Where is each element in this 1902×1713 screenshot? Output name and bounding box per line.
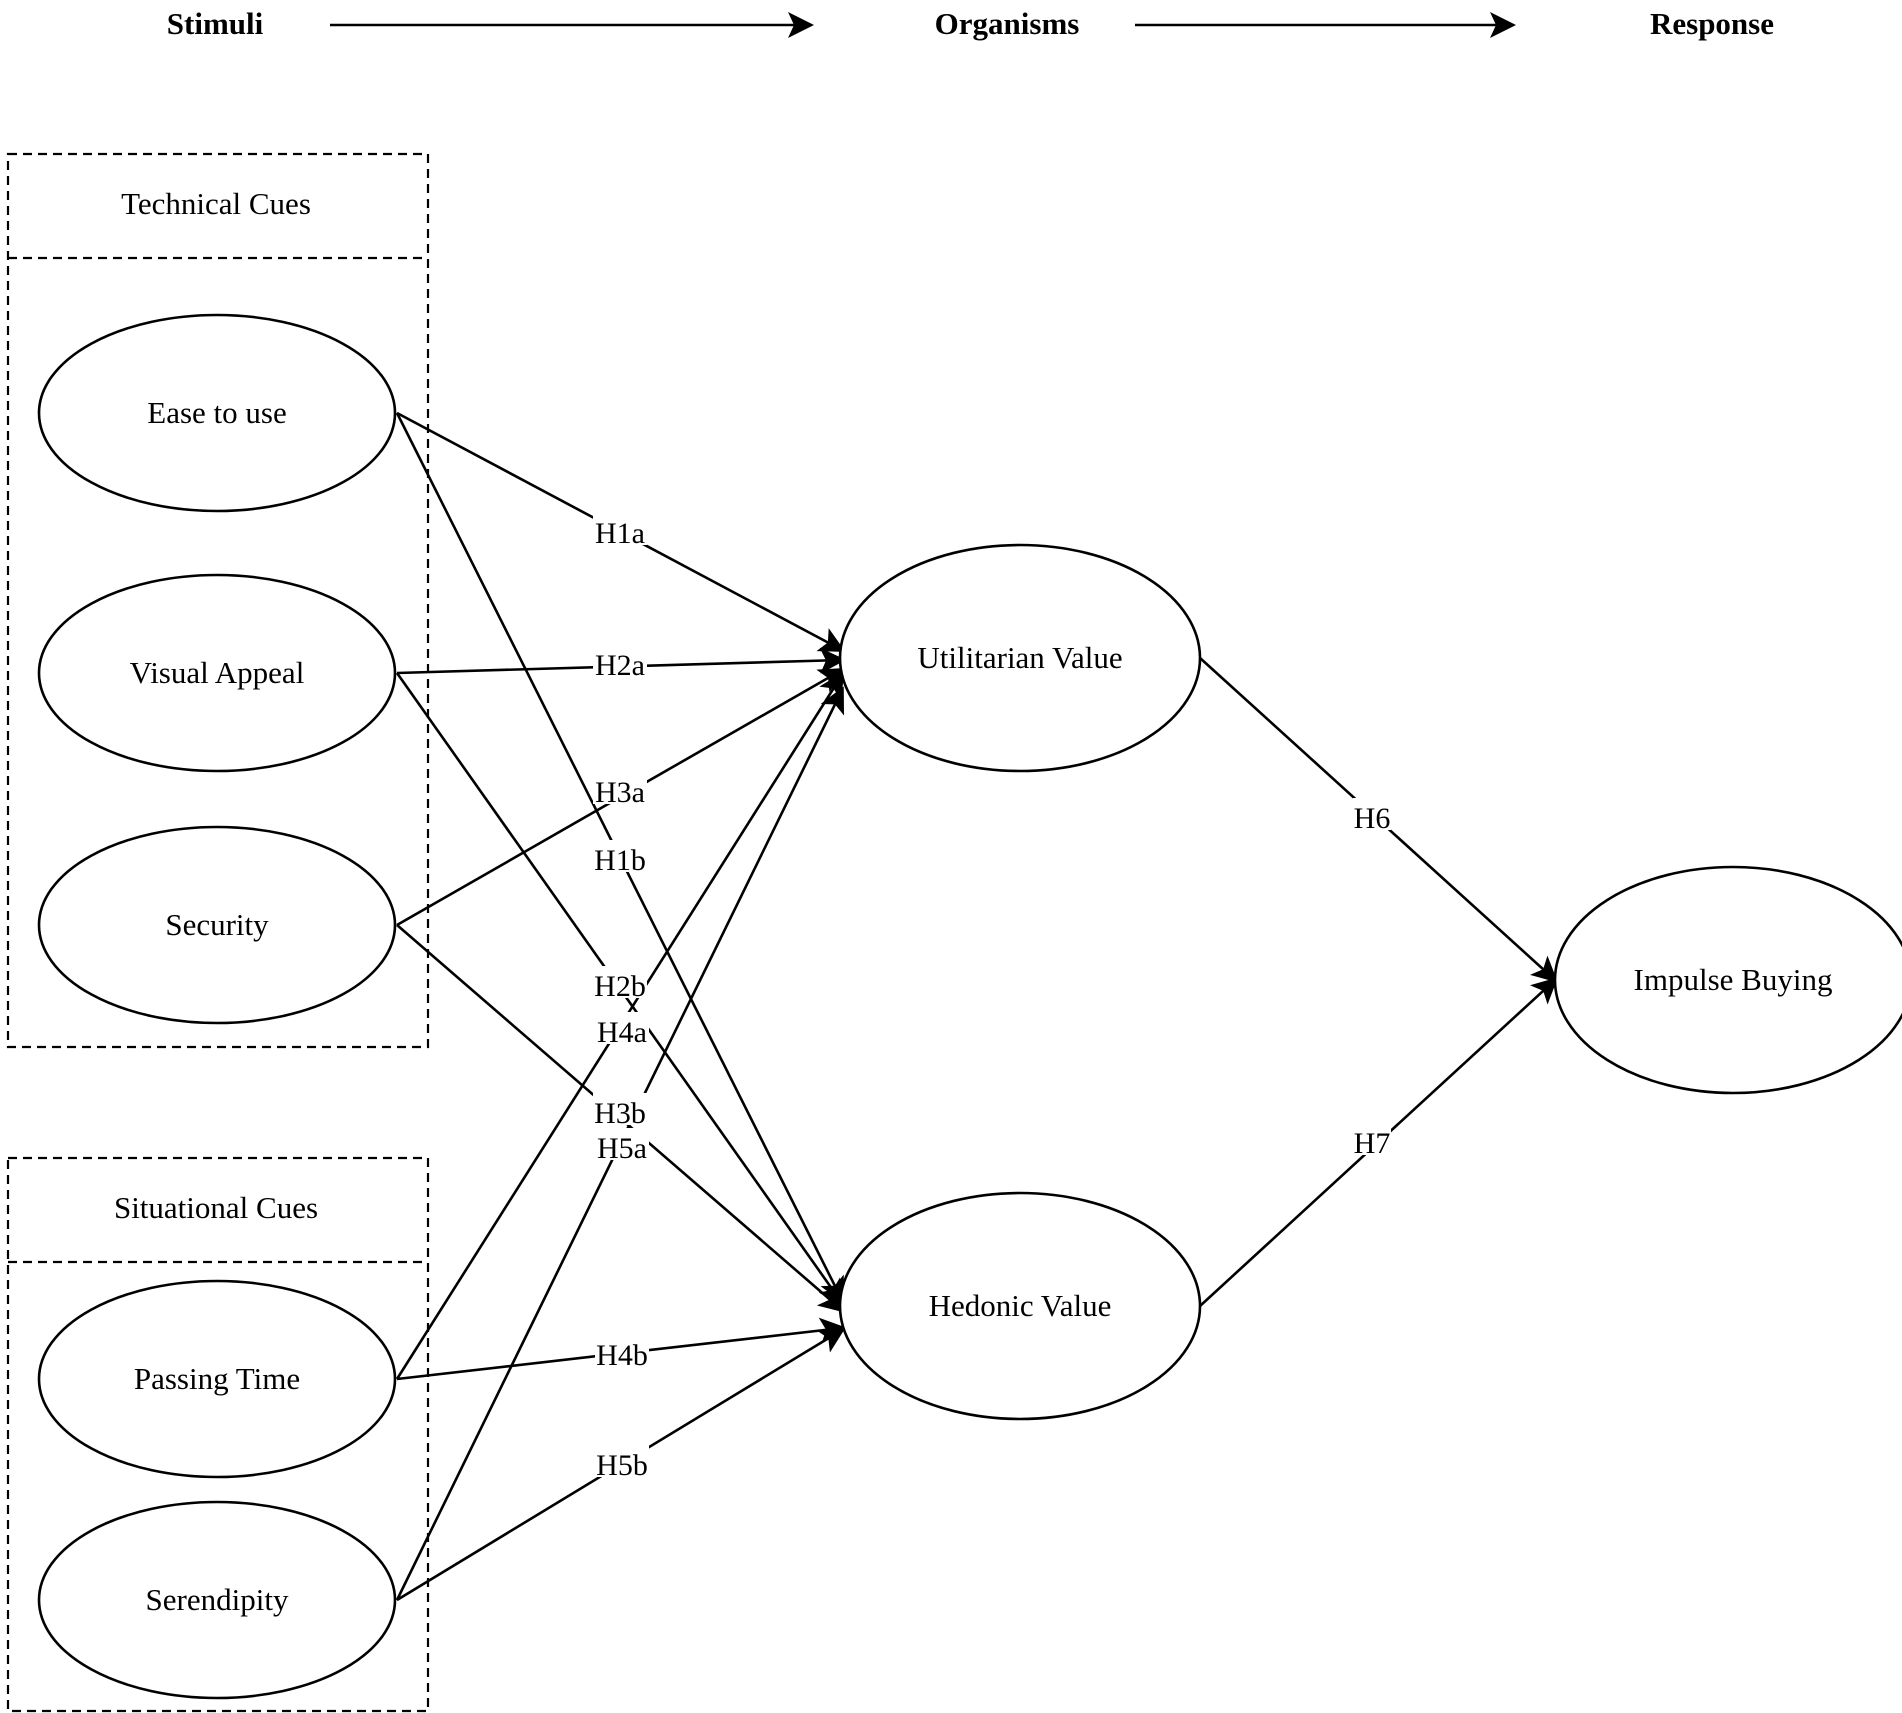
- edge-h3b-label: H3b: [594, 1097, 646, 1130]
- edge-h3a-label-bg: [593, 772, 647, 804]
- node-serendipity-label: Serendipity: [146, 1582, 289, 1617]
- edge-h4b-label: H4b: [596, 1339, 648, 1372]
- edge-h7-label: H7: [1354, 1127, 1391, 1160]
- edge-h3b-label-bg: [593, 1093, 647, 1125]
- nodes: Ease to use Visual Appeal Security Passi…: [37, 313, 1902, 1700]
- stage-organisms-label: Organisms: [935, 6, 1080, 41]
- stage-stimuli-label: Stimuli: [167, 6, 264, 41]
- edge-h7-label-bg: [1353, 1123, 1391, 1155]
- node-ease-to-use-shape: [37, 313, 397, 513]
- edge-h2a-label: H2a: [595, 649, 645, 682]
- node-ease-to-use: Ease to use: [37, 313, 397, 513]
- edge-h5b-label: H5b: [596, 1449, 648, 1482]
- edge-h6-label-bg: [1353, 798, 1391, 830]
- node-serendipity: Serendipity: [37, 1500, 397, 1700]
- node-utilitarian-value-shape: [838, 543, 1202, 773]
- node-utilitarian-value: Utilitarian Value: [838, 543, 1202, 773]
- edge-h1a-label: H1a: [595, 517, 645, 550]
- node-visual-appeal-label: Visual Appeal: [130, 655, 305, 690]
- node-passing-time: Passing Time: [37, 1279, 397, 1479]
- node-impulse-buying-shape: [1553, 865, 1902, 1095]
- edge-h2a-label-bg: [593, 645, 647, 677]
- edge-h4b-label-bg: [595, 1335, 649, 1367]
- node-hedonic-value-label: Hedonic Value: [929, 1288, 1112, 1323]
- node-security-label: Security: [165, 907, 269, 942]
- edge-h4a-label-bg: [595, 1012, 649, 1044]
- situational-cues-box: [6, 1156, 430, 1713]
- edge-h2b-label: H2b: [594, 970, 646, 1003]
- edge-h3a-label: H3a: [595, 776, 645, 809]
- node-impulse-buying-label: Impulse Buying: [1634, 962, 1833, 997]
- edge-h6-label: H6: [1354, 802, 1391, 835]
- node-ease-to-use-label: Ease to use: [147, 395, 286, 430]
- edge-h5b-label-bg: [595, 1445, 649, 1477]
- node-security: Security: [37, 825, 397, 1025]
- node-visual-appeal-shape: [37, 573, 397, 773]
- edge-h1a-label-bg: [593, 513, 647, 545]
- node-passing-time-label: Passing Time: [134, 1361, 300, 1396]
- edge-h5a-label: H5a: [597, 1132, 647, 1165]
- situational-cues-group: Situational Cues: [6, 1156, 430, 1713]
- node-hedonic-value-shape: [838, 1191, 1202, 1421]
- edge-h4a-label: H4a: [597, 1016, 647, 1049]
- situational-cues-title: Situational Cues: [114, 1190, 318, 1225]
- edge-h1b-label: H1b: [594, 844, 646, 877]
- node-utilitarian-value-label: Utilitarian Value: [917, 640, 1122, 675]
- edge-h1b-label-bg: [593, 840, 647, 872]
- stage-header: Stimuli Organisms Response: [167, 6, 1774, 41]
- node-passing-time-shape: [37, 1279, 397, 1479]
- node-serendipity-shape: [37, 1500, 397, 1700]
- node-hedonic-value: Hedonic Value: [838, 1191, 1202, 1421]
- technical-cues-title: Technical Cues: [121, 186, 311, 221]
- stage-response-label: Response: [1650, 6, 1774, 41]
- edge-h5a-label-bg: [595, 1128, 649, 1160]
- edge-h2b-label-bg: [593, 966, 647, 998]
- node-impulse-buying: Impulse Buying: [1553, 865, 1902, 1095]
- node-security-shape: [37, 825, 397, 1025]
- technical-cues-box: [6, 152, 430, 1049]
- node-visual-appeal: Visual Appeal: [37, 573, 397, 773]
- technical-cues-group: Technical Cues: [6, 152, 430, 1049]
